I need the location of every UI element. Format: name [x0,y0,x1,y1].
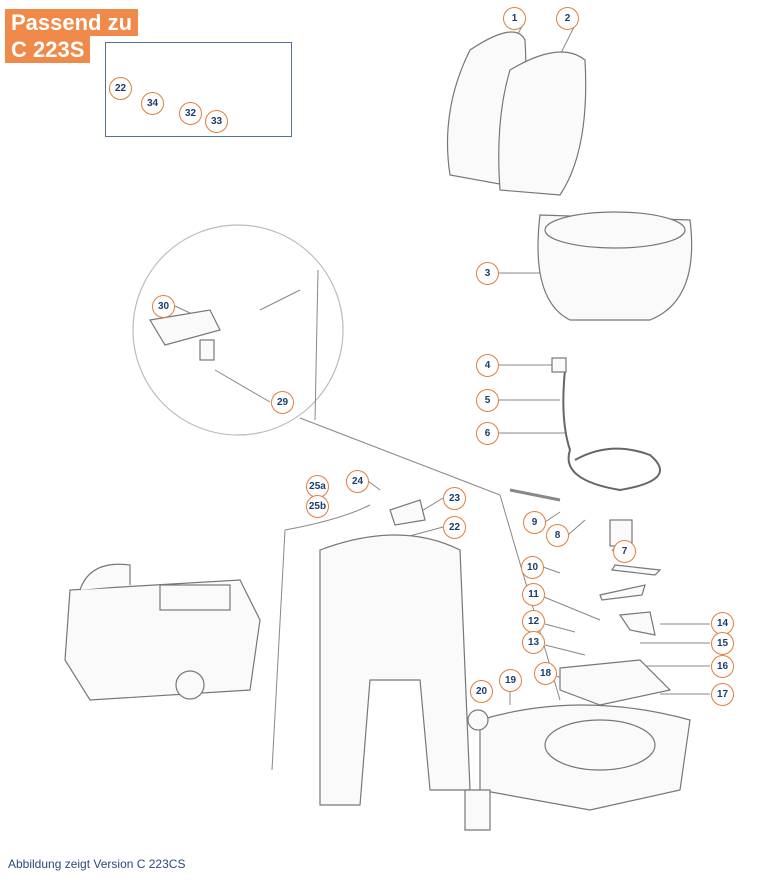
callout-1: 1 [503,7,526,30]
callout-4: 4 [476,354,499,377]
callout-3: 3 [476,262,499,285]
figure-caption: Abbildung zeigt Version C 223CS [8,857,186,871]
callout-29: 29 [271,391,294,414]
callout-7: 7 [613,540,636,563]
callout-6: 6 [476,422,499,445]
callout-17: 17 [711,683,734,706]
callout-24: 24 [346,470,369,493]
callout-25b: 25b [306,495,329,518]
callout-15: 15 [711,632,734,655]
callout-5: 5 [476,389,499,412]
callout-9: 9 [523,511,546,534]
inset-callout-34: 34 [141,92,164,115]
callout-8: 8 [546,524,569,547]
callout-19: 19 [499,669,522,692]
header-line-1: Passend zu [5,9,139,36]
hose-part [562,369,661,492]
callout-20: 20 [470,680,493,703]
inset-callout-33: 33 [205,110,228,133]
callout-14: 14 [711,612,734,635]
callout-18: 18 [534,662,557,685]
inset-callout-22: 22 [109,77,132,100]
callout-22: 22 [443,516,466,539]
callout-12: 12 [522,610,545,633]
inset-callout-32: 32 [179,102,202,125]
callout-13: 13 [522,631,545,654]
callout-2: 2 [556,7,579,30]
callout-10: 10 [521,556,544,579]
callout-11: 11 [522,583,545,606]
housing-part [319,534,471,806]
detail-magnifier [132,224,344,436]
callout-30: 30 [152,295,175,318]
callout-23: 23 [443,487,466,510]
header-line-2: C 223S [5,36,91,63]
valve-plate-part [559,659,672,706]
callout-16: 16 [711,655,734,678]
c223s-inset-box [105,42,292,137]
seat-ring-part [498,51,587,196]
